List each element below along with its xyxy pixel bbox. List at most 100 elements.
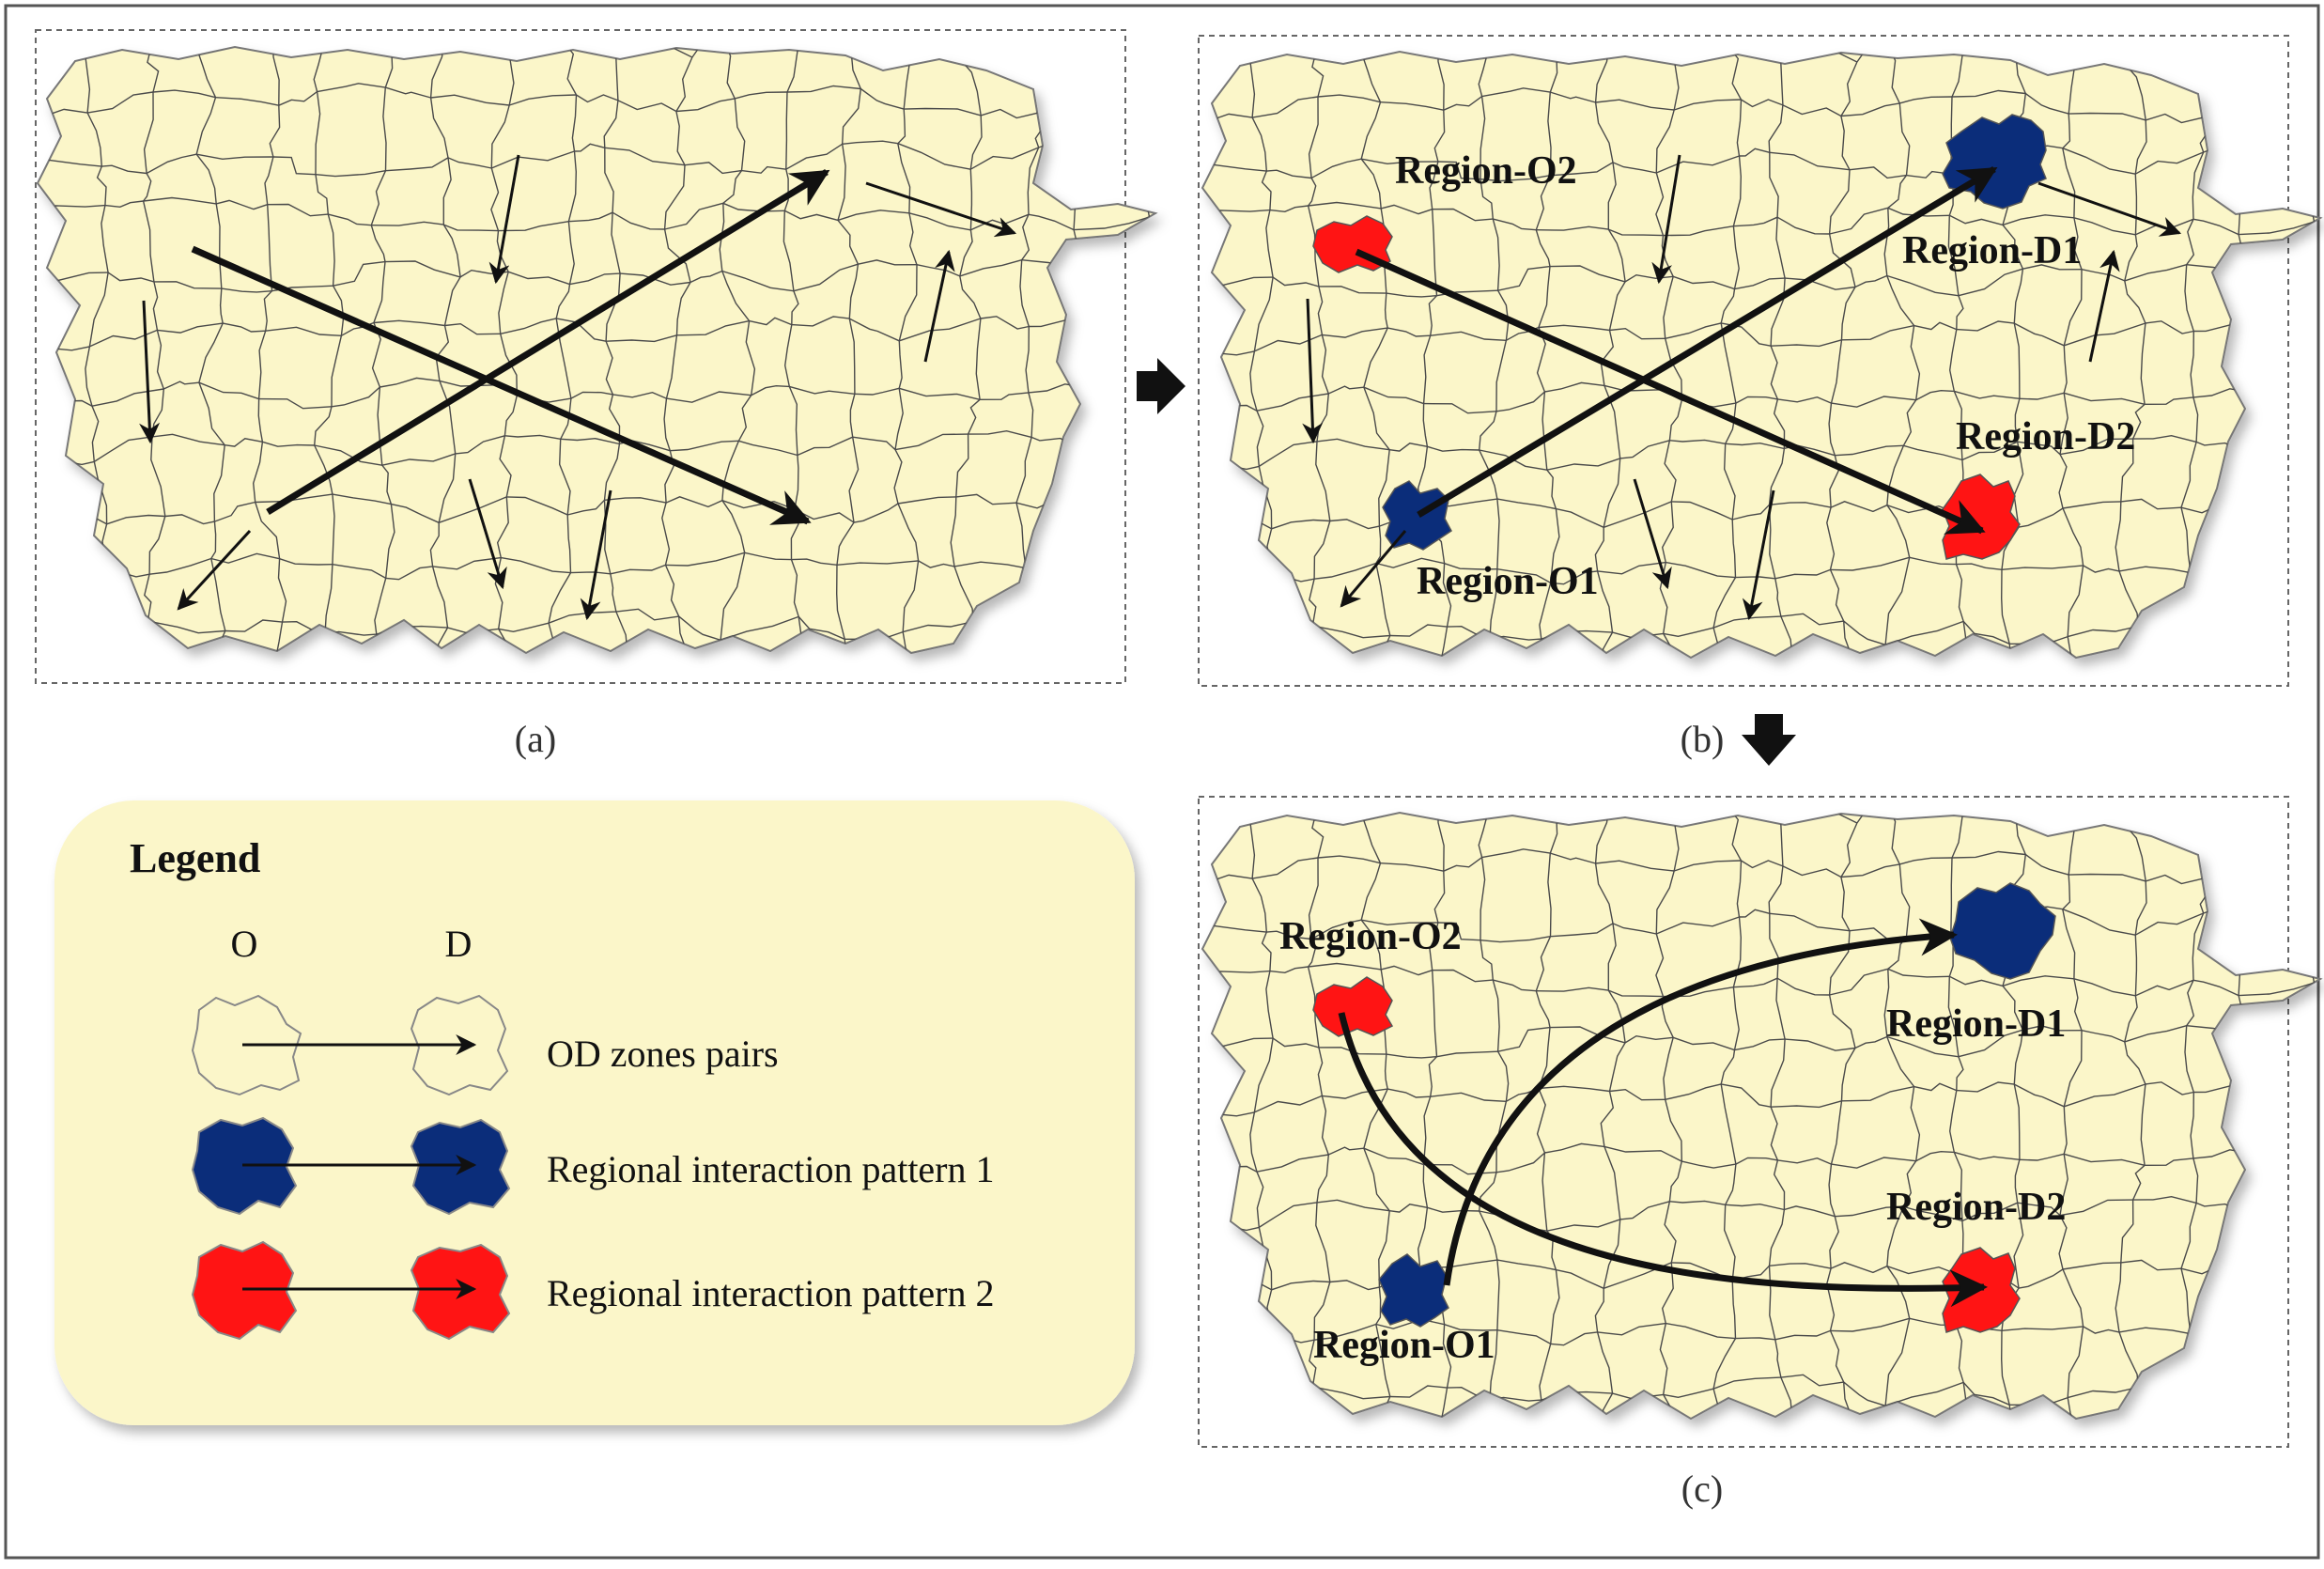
zone-border: [1032, 612, 1043, 653]
zone-border: [2234, 1341, 2242, 1375]
zone-border: [1038, 608, 1075, 613]
study-area-land: [1201, 50, 2323, 660]
zone-border: [2134, 935, 2138, 996]
zone-border: [555, 318, 572, 399]
zone-border: [2132, 434, 2197, 443]
zone-border: [2203, 613, 2239, 617]
zone-border: [2118, 566, 2192, 574]
zone-border: [1309, 1340, 1317, 1388]
zone-border: [2252, 52, 2299, 56]
zone-border: [980, 316, 1030, 330]
zone-border: [1137, 153, 1155, 163]
zone-border: [1856, 52, 1890, 63]
zone-border: [332, 493, 392, 505]
zone-border: [1479, 411, 1497, 451]
zone-border: [1773, 1159, 1786, 1210]
zone-border: [1437, 813, 1487, 818]
zone-border: [380, 377, 440, 388]
zone-border: [1251, 878, 1267, 933]
zone-border: [2198, 678, 2260, 683]
zone-border: [604, 497, 667, 504]
zone-border: [1479, 449, 1547, 471]
zone-border: [2017, 441, 2061, 456]
panel-b-label-d1: Region-D1: [1902, 229, 2082, 272]
zone-border: [571, 94, 578, 152]
zone-border: [675, 56, 693, 112]
zone-border: [835, 565, 845, 640]
zone-border: [1495, 340, 1508, 412]
zone-border: [2115, 501, 2122, 572]
zone-border: [1539, 583, 1552, 640]
zone-border: [1429, 161, 1439, 210]
zone-border: [721, 441, 740, 501]
zone-border: [1152, 608, 1155, 638]
zone-border: [1668, 1160, 1682, 1202]
zone-border: [490, 104, 510, 169]
panel-c-caption: (c): [1681, 1468, 1723, 1510]
zone-border: [2123, 52, 2192, 64]
zone-border: [1840, 863, 1900, 878]
zone-border: [1130, 505, 1143, 573]
zone-border: [853, 503, 899, 523]
zone-border: [795, 689, 856, 693]
zone-border: [1328, 385, 1364, 395]
zone-border: [1768, 104, 1784, 153]
zone-border: [567, 221, 575, 285]
zone-border: [1607, 228, 1626, 282]
minor-flow-arrow: [177, 529, 252, 611]
zone-border: [1186, 880, 1194, 922]
zone-border: [2134, 912, 2204, 936]
zone-border: [2024, 853, 2069, 876]
zone-border: [1607, 989, 1626, 1043]
zone-border: [142, 200, 155, 282]
zone-border: [570, 391, 613, 399]
zone-border: [1492, 218, 1500, 291]
zone-border: [860, 87, 905, 110]
zone-border: [1770, 1039, 1786, 1108]
zone-border: [955, 493, 1017, 505]
zone-border: [2304, 1402, 2318, 1419]
pattern2-flow-arrow: [1338, 1012, 1988, 1308]
zone-border: [1958, 268, 2023, 297]
zone-border: [1712, 577, 1737, 629]
zone-border: [1321, 1095, 1329, 1156]
zone-border: [1723, 1204, 1736, 1282]
zone-border: [429, 522, 440, 567]
zone-border: [1389, 1204, 1428, 1213]
zone-border: [1663, 1394, 1676, 1419]
zone-border: [1069, 575, 1077, 610]
zone-border: [848, 264, 860, 319]
zone-border: [612, 211, 665, 230]
zone-border: [916, 47, 960, 58]
zone-border: [1536, 986, 1609, 992]
zone-border: [1080, 275, 1102, 326]
zone-border: [1256, 1154, 1329, 1173]
zone-border: [684, 162, 742, 175]
pattern1-flow-arrow: [1417, 165, 1998, 519]
zone-border: [2197, 616, 2208, 658]
zone-border: [961, 673, 1033, 679]
zone-border: [1254, 673, 1304, 704]
zone-border: [2184, 1025, 2194, 1093]
zone-border: [1308, 96, 1319, 179]
zone-border: [2134, 119, 2147, 175]
zone-border: [1444, 563, 1497, 570]
zone-border: [555, 284, 571, 319]
zone-border: [1427, 445, 1480, 452]
zone-border: [1496, 1329, 1552, 1345]
zone-border: [1360, 919, 1382, 970]
zone-border: [1735, 1337, 1775, 1341]
zone-border: [255, 493, 333, 504]
zone-border: [1130, 455, 1143, 506]
zone-border: [1655, 933, 1665, 997]
zone-border: [1028, 392, 1034, 438]
zone-border: [2192, 151, 2205, 220]
zone-border: [1328, 1146, 1364, 1156]
zone-border: [1557, 795, 1610, 801]
zone-border: [2239, 982, 2315, 997]
zone-border: [567, 499, 606, 516]
zone-border: [144, 574, 152, 622]
zone-border: [2180, 1268, 2192, 1334]
zone-border: [1604, 1146, 1621, 1219]
zone-border: [1725, 442, 1785, 450]
